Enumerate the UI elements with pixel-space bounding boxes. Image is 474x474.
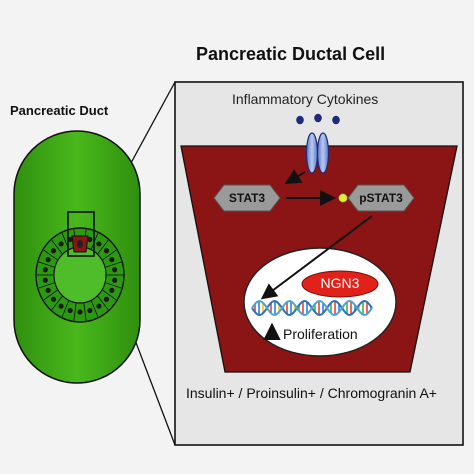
dna-helix	[251, 299, 373, 317]
cell-nucleus	[109, 257, 115, 263]
cell-nucleus	[96, 303, 102, 309]
cell-boundary	[73, 302, 77, 321]
cell-boundary	[43, 249, 58, 261]
cell-nucleus	[67, 307, 73, 314]
cell-nucleus	[67, 236, 73, 243]
ductal-cell-ring	[37, 229, 123, 321]
cell-nucleus	[45, 257, 51, 263]
cell-boundary	[102, 289, 117, 301]
cell-boundary	[51, 239, 63, 255]
cell-boundary	[105, 282, 122, 289]
cell-nucleus	[77, 309, 83, 315]
receptor-to-stat3-arrow	[284, 169, 306, 185]
cell-nucleus	[96, 241, 102, 247]
cell-nucleus	[42, 277, 48, 283]
cell-boundary	[61, 300, 70, 317]
cell-boundary	[38, 261, 55, 268]
cell-boundary	[43, 289, 58, 301]
cytokine-receptor	[305, 132, 330, 174]
cell-nucleus	[87, 236, 93, 243]
cell-boundary	[83, 302, 87, 321]
stat3-label: STAT3	[228, 191, 266, 205]
cell-boundary	[102, 249, 117, 261]
cell-nucleus	[109, 287, 115, 293]
proliferation-label: Proliferation	[283, 326, 358, 342]
cytokine-dots	[296, 113, 340, 125]
cell-boundary	[51, 295, 63, 311]
cell-nucleus	[112, 267, 118, 273]
phosphate-dot	[338, 193, 348, 203]
duct-cross-section	[35, 211, 125, 323]
stat3-hexagon	[213, 184, 281, 212]
cell-boundary	[38, 282, 55, 289]
cell-boundary	[90, 300, 99, 317]
cell-nucleus	[58, 303, 64, 309]
markers-label: Insulin+ / Proinsulin+ / Chromogranin A+	[186, 385, 437, 401]
panel-title: Pancreatic Ductal Cell	[196, 44, 386, 64]
zoom-box	[67, 211, 95, 257]
pstat3-hexagon	[347, 184, 415, 212]
ngn3-oval	[301, 270, 379, 298]
cell-boundary	[97, 295, 109, 311]
cell-boundary	[105, 261, 122, 268]
cytokines-label: Inflammatory Cytokines	[232, 91, 379, 107]
cell-nucleus	[58, 241, 64, 247]
cell-nucleus	[42, 267, 48, 273]
cell-nucleus	[45, 287, 51, 293]
dna-strand	[251, 299, 373, 317]
cell-nucleus	[112, 277, 118, 283]
cell-nucleus	[50, 296, 57, 302]
cell-boundary	[97, 239, 109, 255]
ngn3-label: NGN3	[320, 275, 360, 291]
pstat3-label: pSTAT3	[359, 191, 403, 205]
cell-nucleus	[103, 248, 110, 254]
cell-nucleus	[103, 296, 110, 302]
pstat3-to-dna-arrow	[260, 215, 373, 300]
cell-nucleus	[87, 307, 93, 314]
cell-nucleus	[50, 248, 57, 254]
pancreatic-duct-label: Pancreatic Duct	[10, 103, 109, 118]
